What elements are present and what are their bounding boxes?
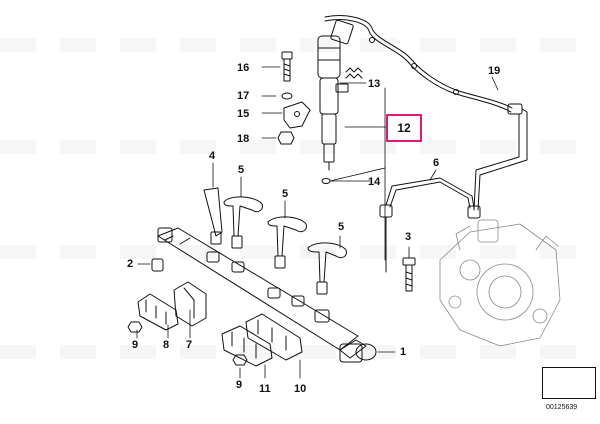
clamp-15: [283, 101, 311, 129]
callout-12-highlight[interactable]: 12: [386, 114, 422, 142]
bolt-16: [281, 51, 293, 82]
callout-7: 7: [186, 339, 193, 351]
leak-off-hose: [324, 15, 528, 211]
callout-4: 4: [209, 150, 216, 162]
watermark-band: [0, 345, 600, 359]
rail-clips: [137, 281, 207, 331]
injection-lines: [203, 187, 347, 295]
plug-2: [151, 258, 164, 272]
fuel-rail: [157, 227, 377, 363]
watermark-band: [0, 140, 600, 154]
nut-9a: [127, 321, 143, 333]
callout-11: 11: [259, 383, 271, 395]
callout-19: 19: [488, 65, 501, 77]
callout-3: 3: [405, 231, 412, 243]
watermark-band: [0, 38, 600, 52]
callout-5: 5: [282, 188, 289, 200]
leader-lines: [136, 66, 499, 379]
callout-2: 2: [127, 258, 134, 270]
nut-9b: [232, 354, 248, 366]
callout-9: 9: [132, 339, 139, 351]
bolt-3: [402, 257, 416, 292]
callout-17: 17: [237, 90, 250, 102]
callout-18: 18: [237, 133, 250, 145]
sealing-washer: [321, 178, 331, 184]
callout-15: 15: [237, 108, 250, 120]
navigation-box[interactable]: [542, 367, 596, 399]
callout-14: 14: [368, 176, 381, 188]
callout-16: 16: [237, 62, 250, 74]
injector: [317, 19, 354, 171]
callout-8: 8: [163, 339, 170, 351]
nut-18: [277, 131, 295, 145]
callout-13: 13: [368, 78, 381, 90]
high-pressure-pipe: [379, 177, 481, 273]
callout-5: 5: [338, 221, 345, 233]
retaining-clip: [345, 67, 363, 79]
callout-6: 6: [433, 157, 440, 169]
line-clips: [221, 313, 303, 367]
callout-10: 10: [294, 383, 307, 395]
watermark-band: [0, 245, 600, 259]
high-pressure-pump: [439, 219, 561, 347]
callout-12: 12: [397, 121, 411, 135]
callout-5: 5: [238, 164, 245, 176]
reference-number: 00125639: [546, 404, 578, 411]
callout-1: 1: [400, 346, 407, 358]
washer-17: [281, 92, 293, 100]
callout-9: 9: [236, 379, 243, 391]
